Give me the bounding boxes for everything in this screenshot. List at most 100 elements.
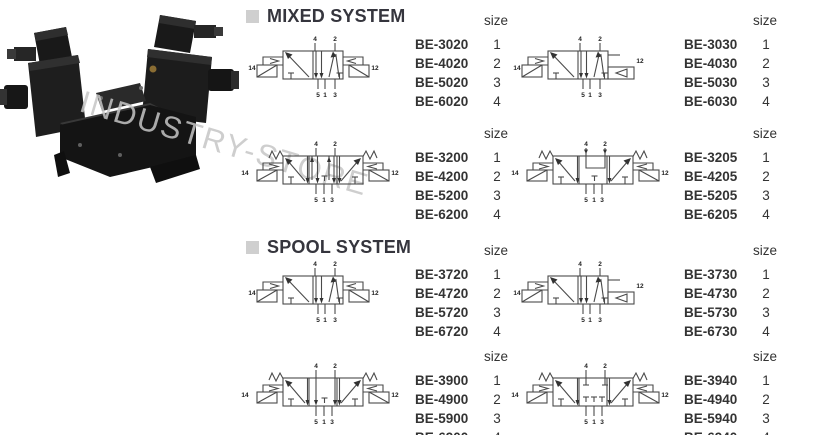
square-bullet-icon [246,10,259,23]
valve-schematic-5-3-closed-centre [508,360,672,430]
model-size: 3 [762,411,770,426]
model-size: 4 [762,94,770,109]
model-size: 2 [493,169,501,184]
model-size: 3 [493,75,501,90]
model-size: 2 [762,56,770,71]
model-size: 2 [493,286,501,301]
model-code: BE-4020 [415,56,469,71]
model-code: BE-5020 [415,75,469,90]
model-size: 1 [493,37,501,52]
table-row: BE-4020 2 [405,54,511,73]
model-size: 3 [493,305,501,320]
size-column-header: size [752,126,777,141]
table-row: BE-4200 2 [405,167,511,186]
model-code: BE-6200 [415,207,469,222]
size-column-header: size [483,349,508,364]
table-row: BE-4900 2 [405,390,511,409]
table-row: BE-4030 2 [674,54,780,73]
model-code: BE-4200 [415,169,469,184]
size-column-header: size [752,243,777,258]
model-size: 2 [493,56,501,71]
model-code: BE-6205 [684,207,738,222]
product-photo [0,15,239,183]
model-code: BE-3200 [415,150,469,165]
model-code: BE-3730 [684,267,738,282]
size-column-header: size [752,13,777,28]
table-row: BE-69404 [674,428,780,435]
valve-schematic-5-2-double-pilot [245,33,395,103]
model-size: 1 [493,373,501,388]
model-code: BE-5720 [415,305,469,320]
table-row: BE-5720 3 [405,303,511,322]
model-size: 3 [762,188,770,203]
model-code: BE-3940 [684,373,738,388]
model-size: 2 [762,286,770,301]
square-bullet-icon [246,241,259,254]
section-title: SPOOL SYSTEM [267,237,412,257]
size-column-header: size [483,126,508,141]
model-size: 2 [762,169,770,184]
table-row: BE-3020 1 [405,35,511,54]
model-code: BE-5030 [684,75,738,90]
model-size: 4 [483,430,511,435]
model-code: BE-6730 [684,324,738,339]
model-size: 3 [762,75,770,90]
table-row: BE-3720 1 [405,265,511,284]
model-size: 1 [762,373,770,388]
model-code: BE-5900 [415,411,469,426]
table-row: BE-3940 1 [674,371,780,390]
valve-schematic-5-3-exhaust-centre [238,138,402,208]
section-header-spool: SPOOL SYSTEM [246,237,411,258]
table-row: BE-6200 4 [405,205,511,224]
model-code: BE-4730 [684,286,738,301]
model-size: 1 [762,267,770,282]
valve-schematic-5-3-bridged-centre [508,138,672,208]
table-row: BE-4730 2 [674,284,780,303]
model-size: 3 [493,188,501,203]
section-title: MIXED SYSTEM [267,6,406,26]
table-row: BE-69004 [405,428,511,435]
model-code: BE-4940 [684,392,738,407]
table-row: BE-3730 1 [674,265,780,284]
model-table-be-3940: size BE-3940 1 BE-4940 2 BE-5940 3 BE-69404 [674,349,780,435]
table-row: BE-4940 2 [674,390,780,409]
model-size: 4 [493,207,501,222]
valve-schematic-5-3-open-centre [238,360,402,430]
model-code: BE-3020 [415,37,469,52]
model-size: 4 [752,430,780,435]
table-row: BE-4205 2 [674,167,780,186]
table-row: BE-5205 3 [674,186,780,205]
model-code: BE-5205 [684,188,738,203]
model-code: BE-6020 [415,94,469,109]
table-row: BE-6730 4 [674,322,780,341]
model-size: 3 [493,411,501,426]
size-column-header: size [483,13,508,28]
table-row: BE-5900 3 [405,409,511,428]
size-column-header: size [752,349,777,364]
model-size: 2 [493,392,501,407]
model-code: BE-5940 [684,411,738,426]
model-code: BE-4205 [684,169,738,184]
size-column-header: size [483,243,508,258]
model-size: 2 [762,392,770,407]
table-row: BE-5940 3 [674,409,780,428]
model-code: BE-3720 [415,267,469,282]
valve-schematic-5-2-single-pilot [510,33,660,103]
model-code: BE-4900 [415,392,469,407]
model-size: 4 [762,324,770,339]
model-code: BE-4030 [684,56,738,71]
model-size: 1 [493,267,501,282]
